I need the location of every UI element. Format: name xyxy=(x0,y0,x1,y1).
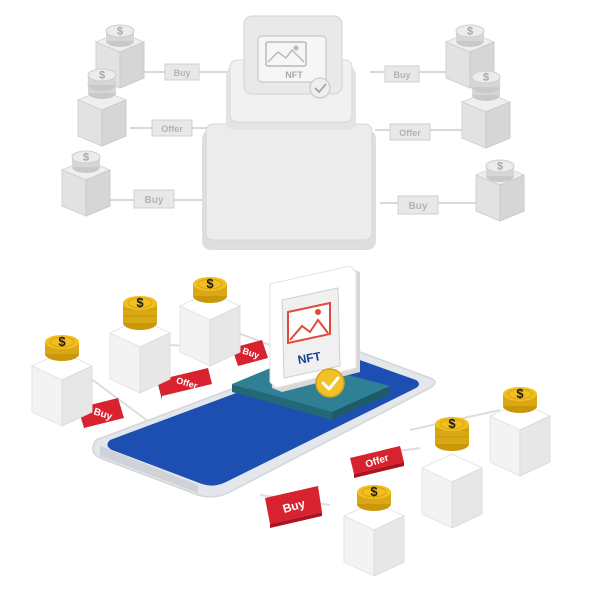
svg-text:Buy: Buy xyxy=(393,70,410,80)
svg-text:Buy: Buy xyxy=(145,195,164,206)
cube-coin-2 xyxy=(109,294,171,394)
svg-text:Offer: Offer xyxy=(161,124,183,134)
svg-text:Buy: Buy xyxy=(281,496,307,516)
svg-text:Buy: Buy xyxy=(409,201,428,212)
svg-text:Buy: Buy xyxy=(173,68,190,78)
svg-text:Offer: Offer xyxy=(399,128,421,138)
check-icon xyxy=(315,368,345,398)
gray-scene: NFT Buy Offer Buy Buy Offer Buy xyxy=(61,15,525,250)
gray-tag-buy-4: Buy xyxy=(397,195,439,215)
color-scene: NFT Buy Offer Buy Offer Bu xyxy=(31,265,551,577)
gray-check-icon xyxy=(309,77,331,99)
gray-cube-6 xyxy=(475,159,525,222)
nft-card: NFT xyxy=(269,265,360,398)
nft-label: NFT xyxy=(297,349,323,367)
gray-cube-3 xyxy=(61,150,111,217)
gray-tag-buy-2: Buy xyxy=(133,189,175,209)
gray-nft-label: NFT xyxy=(285,70,303,80)
red-tag-buy-3: Buy xyxy=(265,486,322,528)
gray-tag-offer-1: Offer xyxy=(151,119,193,137)
cube-coin-1 xyxy=(31,333,93,427)
red-tag-offer-2: Offer xyxy=(350,446,404,478)
image-icon xyxy=(287,301,331,345)
cube-coin-3 xyxy=(179,275,241,367)
cube-coin-6 xyxy=(343,483,405,577)
red-tag-buy-1: Buy xyxy=(232,340,268,366)
gray-tag-buy-1: Buy xyxy=(164,63,200,81)
gray-tag-offer-2: Offer xyxy=(389,123,431,141)
cube-coin-5 xyxy=(421,415,483,529)
red-tag-offer-1: Offer xyxy=(158,368,212,400)
gray-tag-buy-3: Buy xyxy=(384,65,420,83)
cube-coin-4 xyxy=(489,385,551,477)
